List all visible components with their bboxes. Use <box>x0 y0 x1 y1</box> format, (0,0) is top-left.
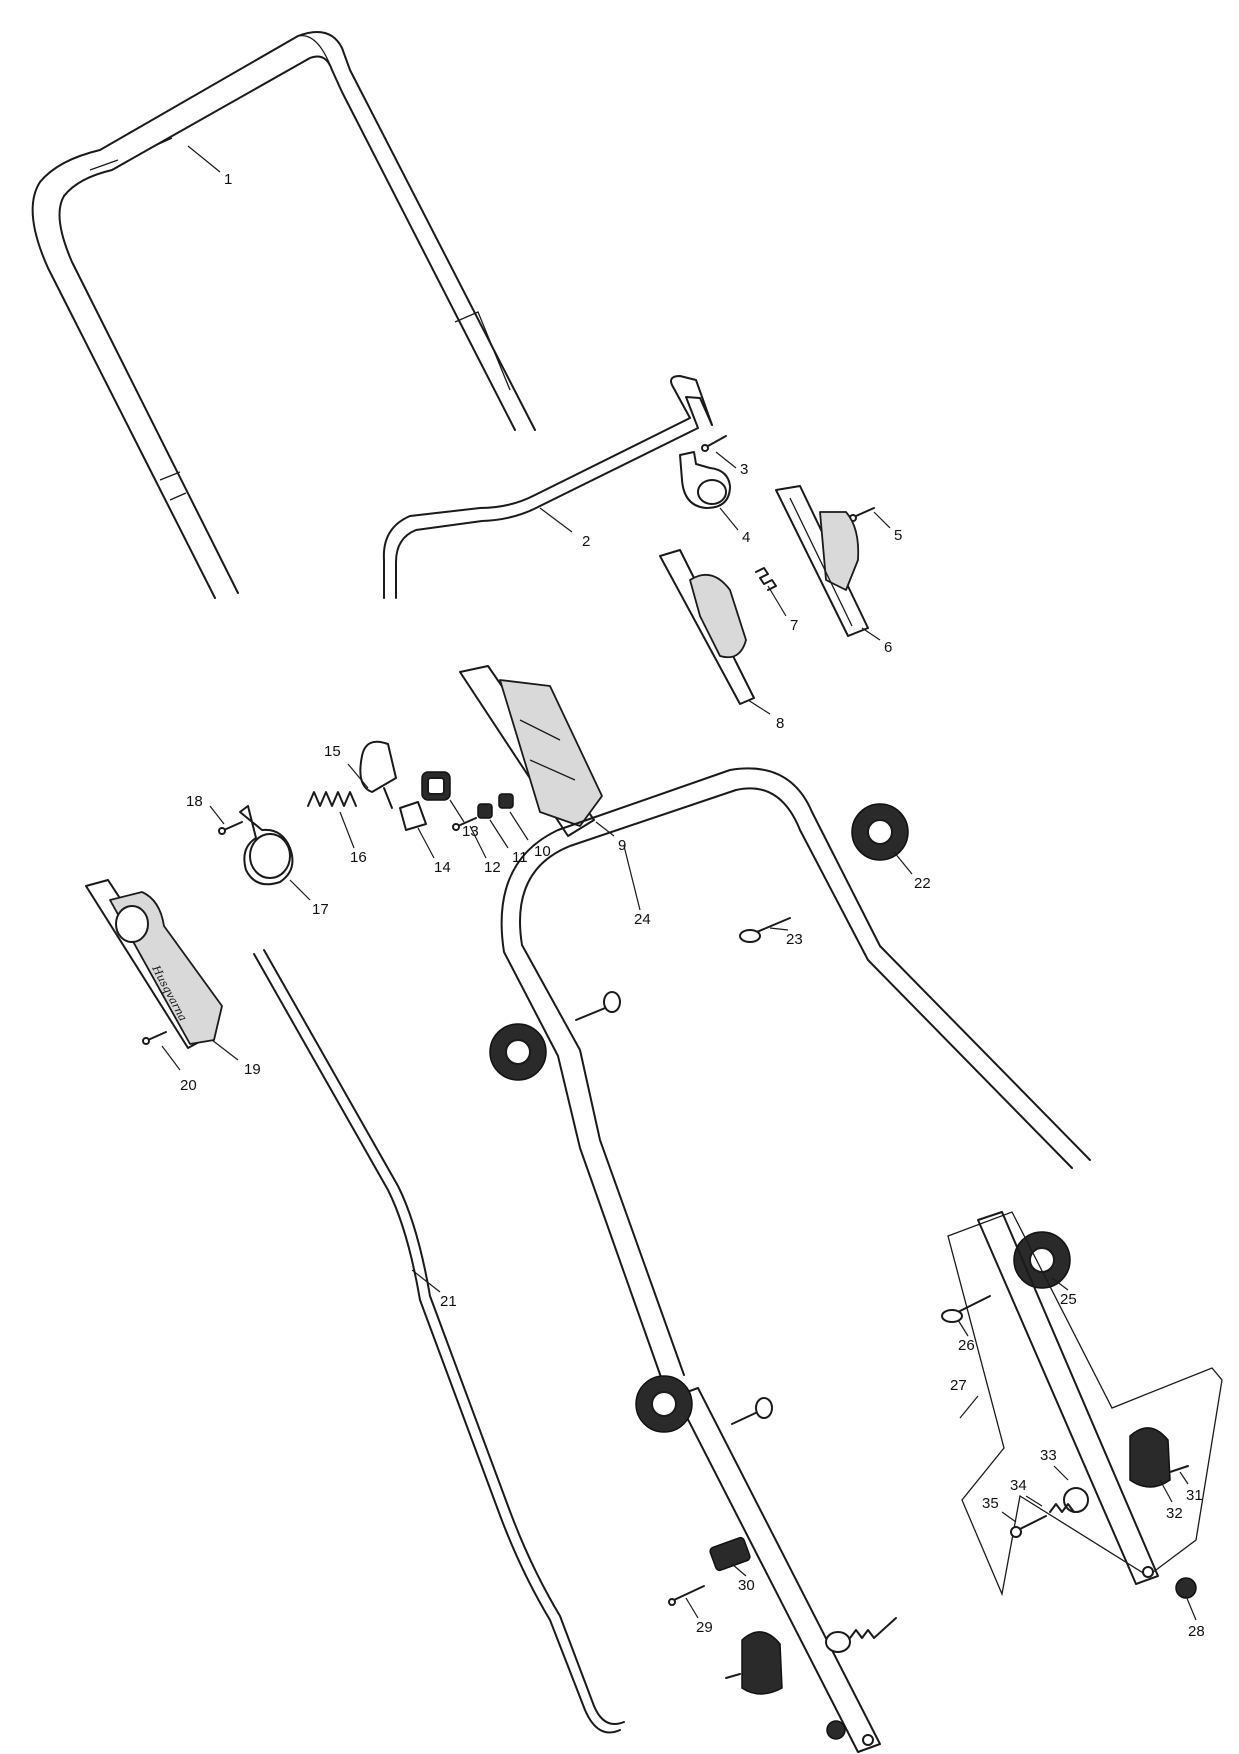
callout-15: 15 <box>324 743 341 760</box>
bolt-left <box>575 991 621 1021</box>
callout-14: 14 <box>434 859 451 876</box>
lever-8 <box>659 549 755 705</box>
callout-22: 22 <box>914 875 931 892</box>
callout-11: 11 <box>512 849 528 866</box>
callout-12: 12 <box>484 859 501 876</box>
right-housing-6 <box>775 485 869 637</box>
bolt-26 <box>941 1295 991 1323</box>
callout-24: 24 <box>634 911 651 928</box>
left-housing-19: Husqvarna <box>85 879 223 1049</box>
assembly-outline-27 <box>947 1211 1223 1597</box>
callout-4: 4 <box>742 529 750 546</box>
left-tube <box>675 1387 881 1753</box>
bail-bar <box>382 375 713 599</box>
washer-33 <box>1063 1487 1089 1513</box>
callout-25: 25 <box>1060 1291 1077 1308</box>
pin-lower <box>725 1673 741 1679</box>
switch-15 <box>359 740 397 809</box>
knob-lower-left <box>635 1375 693 1433</box>
nut-lower <box>826 1720 846 1740</box>
callout-8: 8 <box>776 715 784 732</box>
callout-23: 23 <box>786 931 803 948</box>
callout-19: 19 <box>244 1061 261 1078</box>
callout-18: 18 <box>186 793 203 810</box>
callout-2: 2 <box>582 533 590 550</box>
lower-handle-24 <box>500 767 1091 1381</box>
spring-bolt-lower <box>825 1617 897 1653</box>
bail-bracket-4 <box>679 451 731 509</box>
bolt-35 <box>1010 1515 1047 1538</box>
screw-12 <box>452 817 477 831</box>
callout-28: 28 <box>1188 1623 1205 1640</box>
callout-34: 34 <box>1010 1477 1027 1494</box>
callout-32: 32 <box>1166 1505 1183 1522</box>
bracket-17 <box>239 805 294 886</box>
screw-5 <box>849 507 875 522</box>
callout-10: 10 <box>534 843 551 860</box>
cam-lever-32 <box>1129 1427 1171 1488</box>
nut-28 <box>1175 1577 1197 1599</box>
cable-21 <box>253 949 625 1734</box>
pin-31 <box>1169 1465 1189 1473</box>
callout-7: 7 <box>790 617 798 634</box>
insert-10 <box>498 793 514 809</box>
button-13 <box>421 771 451 801</box>
callout-35: 35 <box>982 1495 999 1512</box>
screw-20 <box>142 1031 167 1045</box>
bolt-lower <box>731 1397 773 1425</box>
callout-31: 31 <box>1186 1487 1203 1504</box>
spring-34 <box>1049 1503 1075 1513</box>
screw-18 <box>218 821 243 835</box>
knob-22 <box>851 803 909 861</box>
upper-handle <box>31 31 536 599</box>
nut-11 <box>477 803 493 819</box>
callout-5: 5 <box>894 527 902 544</box>
right-tube <box>977 1211 1159 1585</box>
cam-lever-lower <box>741 1631 783 1695</box>
callout-1: 1 <box>224 171 232 188</box>
callout-16: 16 <box>350 849 367 866</box>
bolt-23 <box>739 917 791 943</box>
screw-29 <box>668 1585 705 1606</box>
callout-29: 29 <box>696 1619 713 1636</box>
callout-labels: 1 2 3 4 5 6 7 8 9 10 11 12 13 14 15 16 1… <box>180 171 1205 1640</box>
spring-7 <box>755 567 777 591</box>
block-30 <box>709 1536 751 1572</box>
callout-26: 26 <box>958 1337 975 1354</box>
knob-left <box>489 1023 547 1081</box>
callout-17: 17 <box>312 901 329 918</box>
center-housing-9 <box>459 665 603 837</box>
spring-16 <box>307 791 357 807</box>
callout-33: 33 <box>1040 1447 1057 1464</box>
callout-30: 30 <box>738 1577 755 1594</box>
callout-9: 9 <box>618 837 626 854</box>
clip-14 <box>399 801 427 831</box>
callout-20: 20 <box>180 1077 197 1094</box>
screw-3 <box>701 435 727 452</box>
leader-lines <box>161 145 1197 1621</box>
callout-13: 13 <box>462 823 479 840</box>
callout-21: 21 <box>440 1293 457 1310</box>
callout-3: 3 <box>740 461 748 478</box>
callout-6: 6 <box>884 639 892 656</box>
callout-27: 27 <box>950 1377 967 1394</box>
